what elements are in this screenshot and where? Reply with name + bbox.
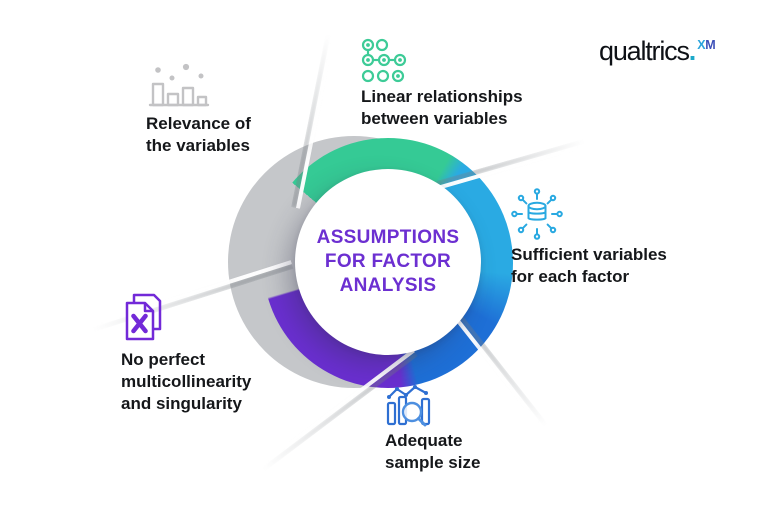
chart-magnifier-icon	[386, 385, 431, 427]
item-adequate-label: Adequate sample size	[385, 430, 480, 474]
center-title-line3: ANALYSIS	[339, 275, 437, 296]
item-adequate-sample: Adequate sample size	[385, 384, 480, 474]
item-multicollinearity-line2: multicollinearity	[121, 372, 252, 391]
item-adequate-line1: Adequate	[385, 431, 463, 450]
item-linear-relationships: Linear relationships between variables	[361, 38, 523, 130]
item-multicollinearity-label: No perfect multicollinearity and singula…	[121, 349, 251, 415]
item-sufficient-line2: for each factor	[511, 267, 630, 286]
connected-nodes-icon	[361, 38, 407, 83]
item-sufficient-variables: Sufficient variables for each factor	[511, 188, 667, 288]
item-relevance-label: Relevance of the variables	[146, 113, 251, 157]
item-linear-line2: between variables	[361, 109, 508, 128]
logo-xm-m: M	[705, 38, 716, 52]
document-x-icon	[125, 293, 162, 341]
center-title-line2: FOR FACTOR	[324, 251, 452, 272]
item-relevance-line1: Relevance of	[146, 114, 251, 133]
item-linear-label: Linear relationships between variables	[361, 86, 523, 130]
item-adequate-line2: sample size	[385, 453, 481, 472]
center-title-line1: ASSUMPTIONS	[316, 227, 460, 248]
item-sufficient-label: Sufficient variables for each factor	[511, 244, 667, 288]
logo-wordmark: qualtrics	[599, 36, 690, 66]
database-network-icon	[511, 188, 563, 240]
item-multicollinearity-line3: and singularity	[121, 394, 242, 413]
item-sufficient-line1: Sufficient variables	[511, 245, 667, 264]
bar-chart-dots-icon	[148, 63, 210, 107]
logo-xm-x: X	[697, 38, 706, 52]
item-linear-line1: Linear relationships	[361, 87, 523, 106]
logo-xm-superscript: XM	[697, 38, 715, 52]
logo-dot: .	[688, 36, 697, 66]
item-relevance-line2: the variables	[146, 136, 250, 155]
item-multicollinearity-line1: No perfect	[121, 350, 206, 369]
center-title: ASSUMPTIONS FOR FACTOR ANALYSIS	[317, 226, 460, 298]
qualtrics-logo: qualtrics.XM	[599, 36, 716, 67]
item-multicollinearity: No perfect multicollinearity and singula…	[121, 292, 251, 415]
item-relevance: Relevance of the variables	[146, 58, 251, 157]
center-circle: ASSUMPTIONS FOR FACTOR ANALYSIS	[295, 169, 481, 355]
